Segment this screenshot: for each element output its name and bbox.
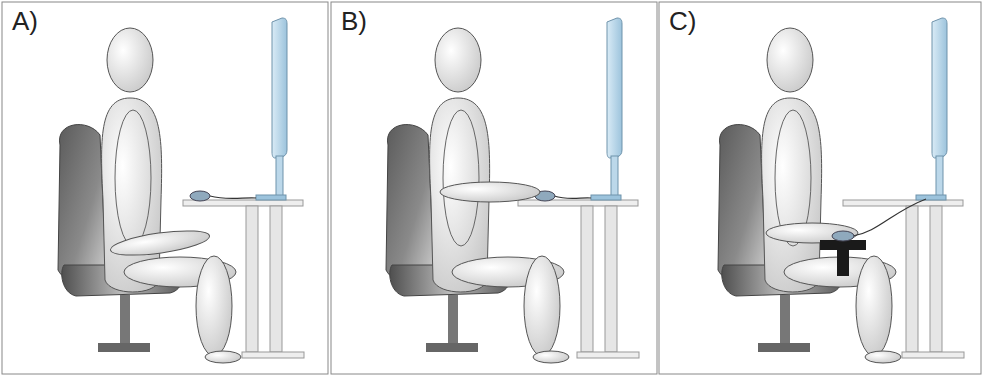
- panel-frame: [659, 2, 981, 374]
- forearm: [766, 223, 858, 243]
- forearm: [440, 182, 540, 202]
- mouse-cable: [853, 199, 926, 236]
- forearm: [109, 226, 211, 260]
- panel-frame: [331, 2, 657, 374]
- panel-label: C): [669, 8, 696, 34]
- seated-figure: [58, 28, 241, 363]
- mouse: [832, 231, 854, 241]
- mouse-cable: [554, 196, 591, 199]
- panel-frame: [2, 2, 328, 374]
- figure-group: [386, 28, 569, 363]
- seated-figure: [386, 28, 569, 363]
- mouse-cable: [210, 196, 256, 199]
- mouse: [190, 191, 210, 201]
- panel-label: B): [341, 8, 367, 34]
- seated-figure: [718, 28, 901, 363]
- panel-label: A): [12, 8, 38, 34]
- figure-group: [718, 28, 901, 363]
- mouse-stand: [837, 250, 849, 276]
